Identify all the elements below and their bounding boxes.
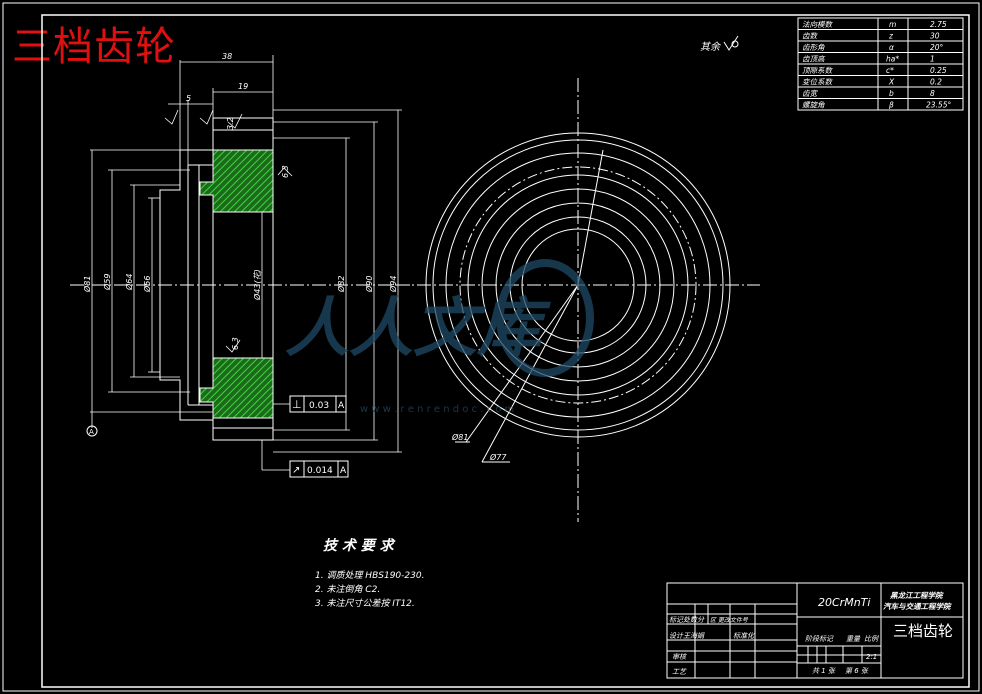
- tb-process: 工艺: [672, 668, 687, 676]
- roughness-symbol-icon: [723, 35, 739, 51]
- tolerance-frame-perpendicularity: [289, 395, 347, 413]
- tech-req-heading: 技 术 要 求: [323, 537, 396, 554]
- roughness-6-3-a: 6.3: [281, 165, 290, 178]
- tb-school-2: 汽车与交通工程学院: [883, 602, 952, 611]
- dim-94: Ø94: [388, 276, 398, 293]
- tolerance-frame-runout: [289, 460, 349, 478]
- section-hatch-top: [199, 149, 274, 213]
- spec-sym-1: z: [888, 32, 894, 41]
- dim-59: Ø59: [102, 274, 112, 291]
- title-block: [666, 582, 964, 679]
- spec-name-5: 变位系数: [802, 78, 833, 87]
- roughness-mark-icon: [164, 109, 179, 125]
- tol-runout-sym: ↗: [292, 465, 300, 476]
- spec-name-2: 齿形角: [802, 43, 825, 52]
- tb-sign: 区 更改文件号: [710, 616, 749, 624]
- spec-val-1: 30: [930, 32, 940, 41]
- watermark-text: 人人文库: [285, 291, 552, 366]
- tb-part-name: 三档齿轮: [893, 622, 953, 640]
- inner-border: [41, 14, 970, 688]
- front-dim-81: Ø81: [451, 432, 468, 442]
- roughness-mark-icon: [225, 339, 241, 353]
- tol-runout-val: 0.014: [307, 466, 333, 476]
- tb-weight: 重量: [846, 635, 861, 643]
- dim-82: Ø82: [336, 276, 346, 293]
- spec-name-6: 齿宽: [802, 89, 818, 98]
- tb-mark: 标记处数分: [669, 616, 705, 624]
- dim-19: 19: [238, 82, 248, 91]
- tb-std: 标准化: [733, 632, 755, 640]
- tol-runout-datum: A: [340, 466, 347, 476]
- spec-name-3: 齿顶高: [802, 55, 826, 64]
- tol-perp-datum: A: [338, 401, 345, 411]
- dim-64: Ø64: [124, 274, 134, 291]
- roughness-circle-icon: [731, 40, 739, 48]
- spec-name-0: 法向模数: [802, 20, 833, 29]
- dim-81: Ø81: [82, 276, 92, 293]
- tb-stage: 阶段标记: [805, 635, 834, 643]
- front-dim-77: Ø77: [489, 452, 507, 462]
- datum-a-icon: [86, 425, 98, 437]
- drawing-title: 三档齿轮: [12, 24, 176, 70]
- tol-perp-val: 0.03: [309, 401, 329, 411]
- tb-material: 20CrMnTi: [818, 596, 870, 609]
- spec-val-7: 23.55°: [926, 101, 951, 110]
- roughness-mark-icon: [227, 113, 243, 129]
- dim-38: 38: [222, 52, 232, 61]
- tb-total: 共 1 张: [812, 667, 836, 675]
- roughness-note: 其余: [700, 41, 722, 53]
- spec-val-4: 0.25: [930, 66, 947, 75]
- spec-val-5: 0.2: [930, 78, 942, 87]
- tb-school-1: 黑龙江工程学院: [890, 591, 944, 600]
- roughness-mark-icon: [199, 109, 214, 125]
- spec-sym-0: m: [889, 20, 896, 29]
- watermark: 人人文库 w w w . r e n r e n d o c . c o m: [285, 259, 594, 415]
- spec-sym-6: b: [889, 89, 894, 98]
- tech-req-item-1: 1. 调质处理 HBS190-230.: [315, 570, 424, 581]
- spec-name-1: 齿数: [802, 32, 818, 41]
- tb-sheet: 第 6 张: [845, 667, 869, 675]
- spec-sym-5: X: [888, 78, 895, 87]
- tech-req-item-3: 3. 未注尺寸公差按 IT12.: [315, 598, 415, 609]
- spec-name-7: 螺旋角: [802, 101, 825, 110]
- spec-sym-2: α: [889, 43, 894, 52]
- tol-perp-sym: ⊥: [292, 398, 302, 411]
- spec-sym-4: c*: [886, 66, 894, 75]
- tb-review: 审核: [672, 653, 687, 661]
- watermark-url: w w w . r e n r e n d o c . c o m: [360, 404, 514, 415]
- section-hatch-bottom: [199, 357, 274, 419]
- spec-sym-3: ha*: [886, 55, 899, 64]
- spec-name-4: 顶隙系数: [802, 66, 833, 75]
- roughness-6-3-b: 6.3: [231, 337, 240, 350]
- spec-sym-7: β: [889, 101, 894, 110]
- datum-a-label: A: [89, 428, 94, 436]
- dim-43: Ø43(花): [252, 269, 262, 301]
- spec-val-3: 1: [930, 55, 935, 64]
- dim-56: Ø56: [142, 276, 152, 293]
- dim-5: 5: [186, 94, 191, 103]
- spec-val-2: 20°: [930, 43, 944, 52]
- tb-ratio: 2:1: [866, 653, 877, 661]
- tb-scale: 比例: [864, 635, 879, 643]
- dim-90: Ø90: [364, 276, 374, 293]
- spec-table: [797, 17, 964, 111]
- roughness-mark-icon: [277, 167, 293, 177]
- tech-req-item-2: 2. 未注倒角 C2.: [315, 584, 380, 595]
- spec-val-0: 2.75: [930, 20, 947, 29]
- tb-design: 设计王海娟: [669, 632, 705, 640]
- spec-val-6: 8: [930, 89, 935, 98]
- roughness-marks: [164, 109, 293, 353]
- dimension-lines: [90, 55, 402, 471]
